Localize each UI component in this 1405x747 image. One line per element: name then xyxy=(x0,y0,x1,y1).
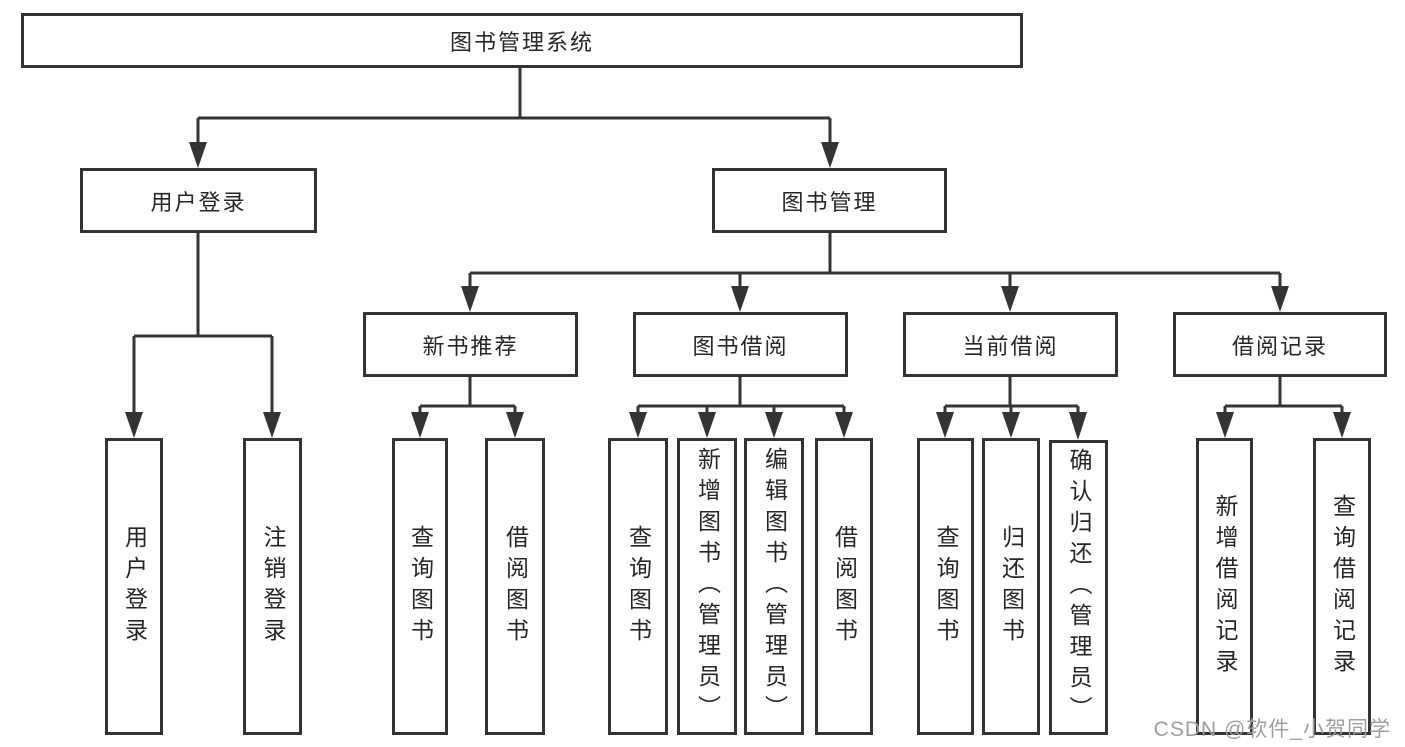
connector-new-book-recommend-children xyxy=(411,377,524,438)
node-label: 查询图书 xyxy=(933,524,959,649)
node-leaf-user-login: 用户登录 xyxy=(105,438,163,735)
node-label: 借阅记录 xyxy=(1231,333,1328,359)
node-leaf-cb-confirm-return-admin: 确认归还（管理员） xyxy=(1049,440,1108,735)
connector-root-to-level1 xyxy=(189,68,839,168)
node-label: 用户登录 xyxy=(150,189,247,215)
connector-book-borrow-children xyxy=(629,377,853,438)
connector-current-borrow-children xyxy=(936,377,1087,440)
node-leaf-nbr-query-book: 查询图书 xyxy=(392,438,448,735)
node-library-management-system: 图书管理系统 xyxy=(21,13,1023,68)
node-label: 新书推荐 xyxy=(422,333,519,359)
node-leaf-bb-add-book-admin: 新增图书（管理员） xyxy=(677,438,737,735)
node-leaf-bb-edit-book-admin: 编辑图书（管理员） xyxy=(744,438,804,735)
node-leaf-br-add-record: 新增借阅记录 xyxy=(1196,438,1253,735)
node-leaf-nbr-borrow-book: 借阅图书 xyxy=(485,438,545,735)
node-label: 注销登录 xyxy=(260,524,286,649)
node-borrow-records: 借阅记录 xyxy=(1173,312,1387,377)
node-leaf-cb-query-book: 查询图书 xyxy=(917,438,974,735)
node-label: 新增图书（管理员） xyxy=(694,447,721,726)
csdn-watermark: CSDN @软件_小贺同学 xyxy=(1153,718,1391,741)
node-label: 查询借阅记录 xyxy=(1329,493,1356,680)
node-label: 图书管理系统 xyxy=(449,29,594,55)
node-book-borrow: 图书借阅 xyxy=(633,312,848,377)
connector-borrow-records-children xyxy=(1216,377,1351,438)
node-label: 借阅图书 xyxy=(831,524,858,649)
connector-book-management-children xyxy=(461,232,1289,312)
node-label: 查询图书 xyxy=(625,524,652,649)
node-label: 新增借阅记录 xyxy=(1212,493,1238,680)
node-label: 图书管理 xyxy=(781,189,878,215)
node-current-borrow: 当前借阅 xyxy=(903,312,1118,377)
node-label: 归还图书 xyxy=(998,524,1025,649)
connector-user-login-children xyxy=(125,233,281,438)
node-user-login: 用户登录 xyxy=(80,168,317,233)
node-leaf-bb-borrow-book: 借阅图书 xyxy=(815,438,873,735)
node-label: 用户登录 xyxy=(121,524,148,649)
node-book-management: 图书管理 xyxy=(712,168,947,233)
node-label: 图书借阅 xyxy=(692,333,789,359)
node-new-book-recommend: 新书推荐 xyxy=(363,312,578,377)
node-leaf-br-query-record: 查询借阅记录 xyxy=(1313,438,1371,735)
node-leaf-cb-return-book: 归还图书 xyxy=(982,438,1040,735)
node-label: 查询图书 xyxy=(407,524,434,649)
node-label: 编辑图书（管理员） xyxy=(761,447,788,726)
node-leaf-bb-query-book: 查询图书 xyxy=(608,438,668,735)
node-leaf-logout: 注销登录 xyxy=(243,438,302,735)
node-label: 当前借阅 xyxy=(962,333,1059,359)
node-label: 借阅图书 xyxy=(502,524,529,649)
node-label: 确认归还（管理员） xyxy=(1066,448,1092,727)
